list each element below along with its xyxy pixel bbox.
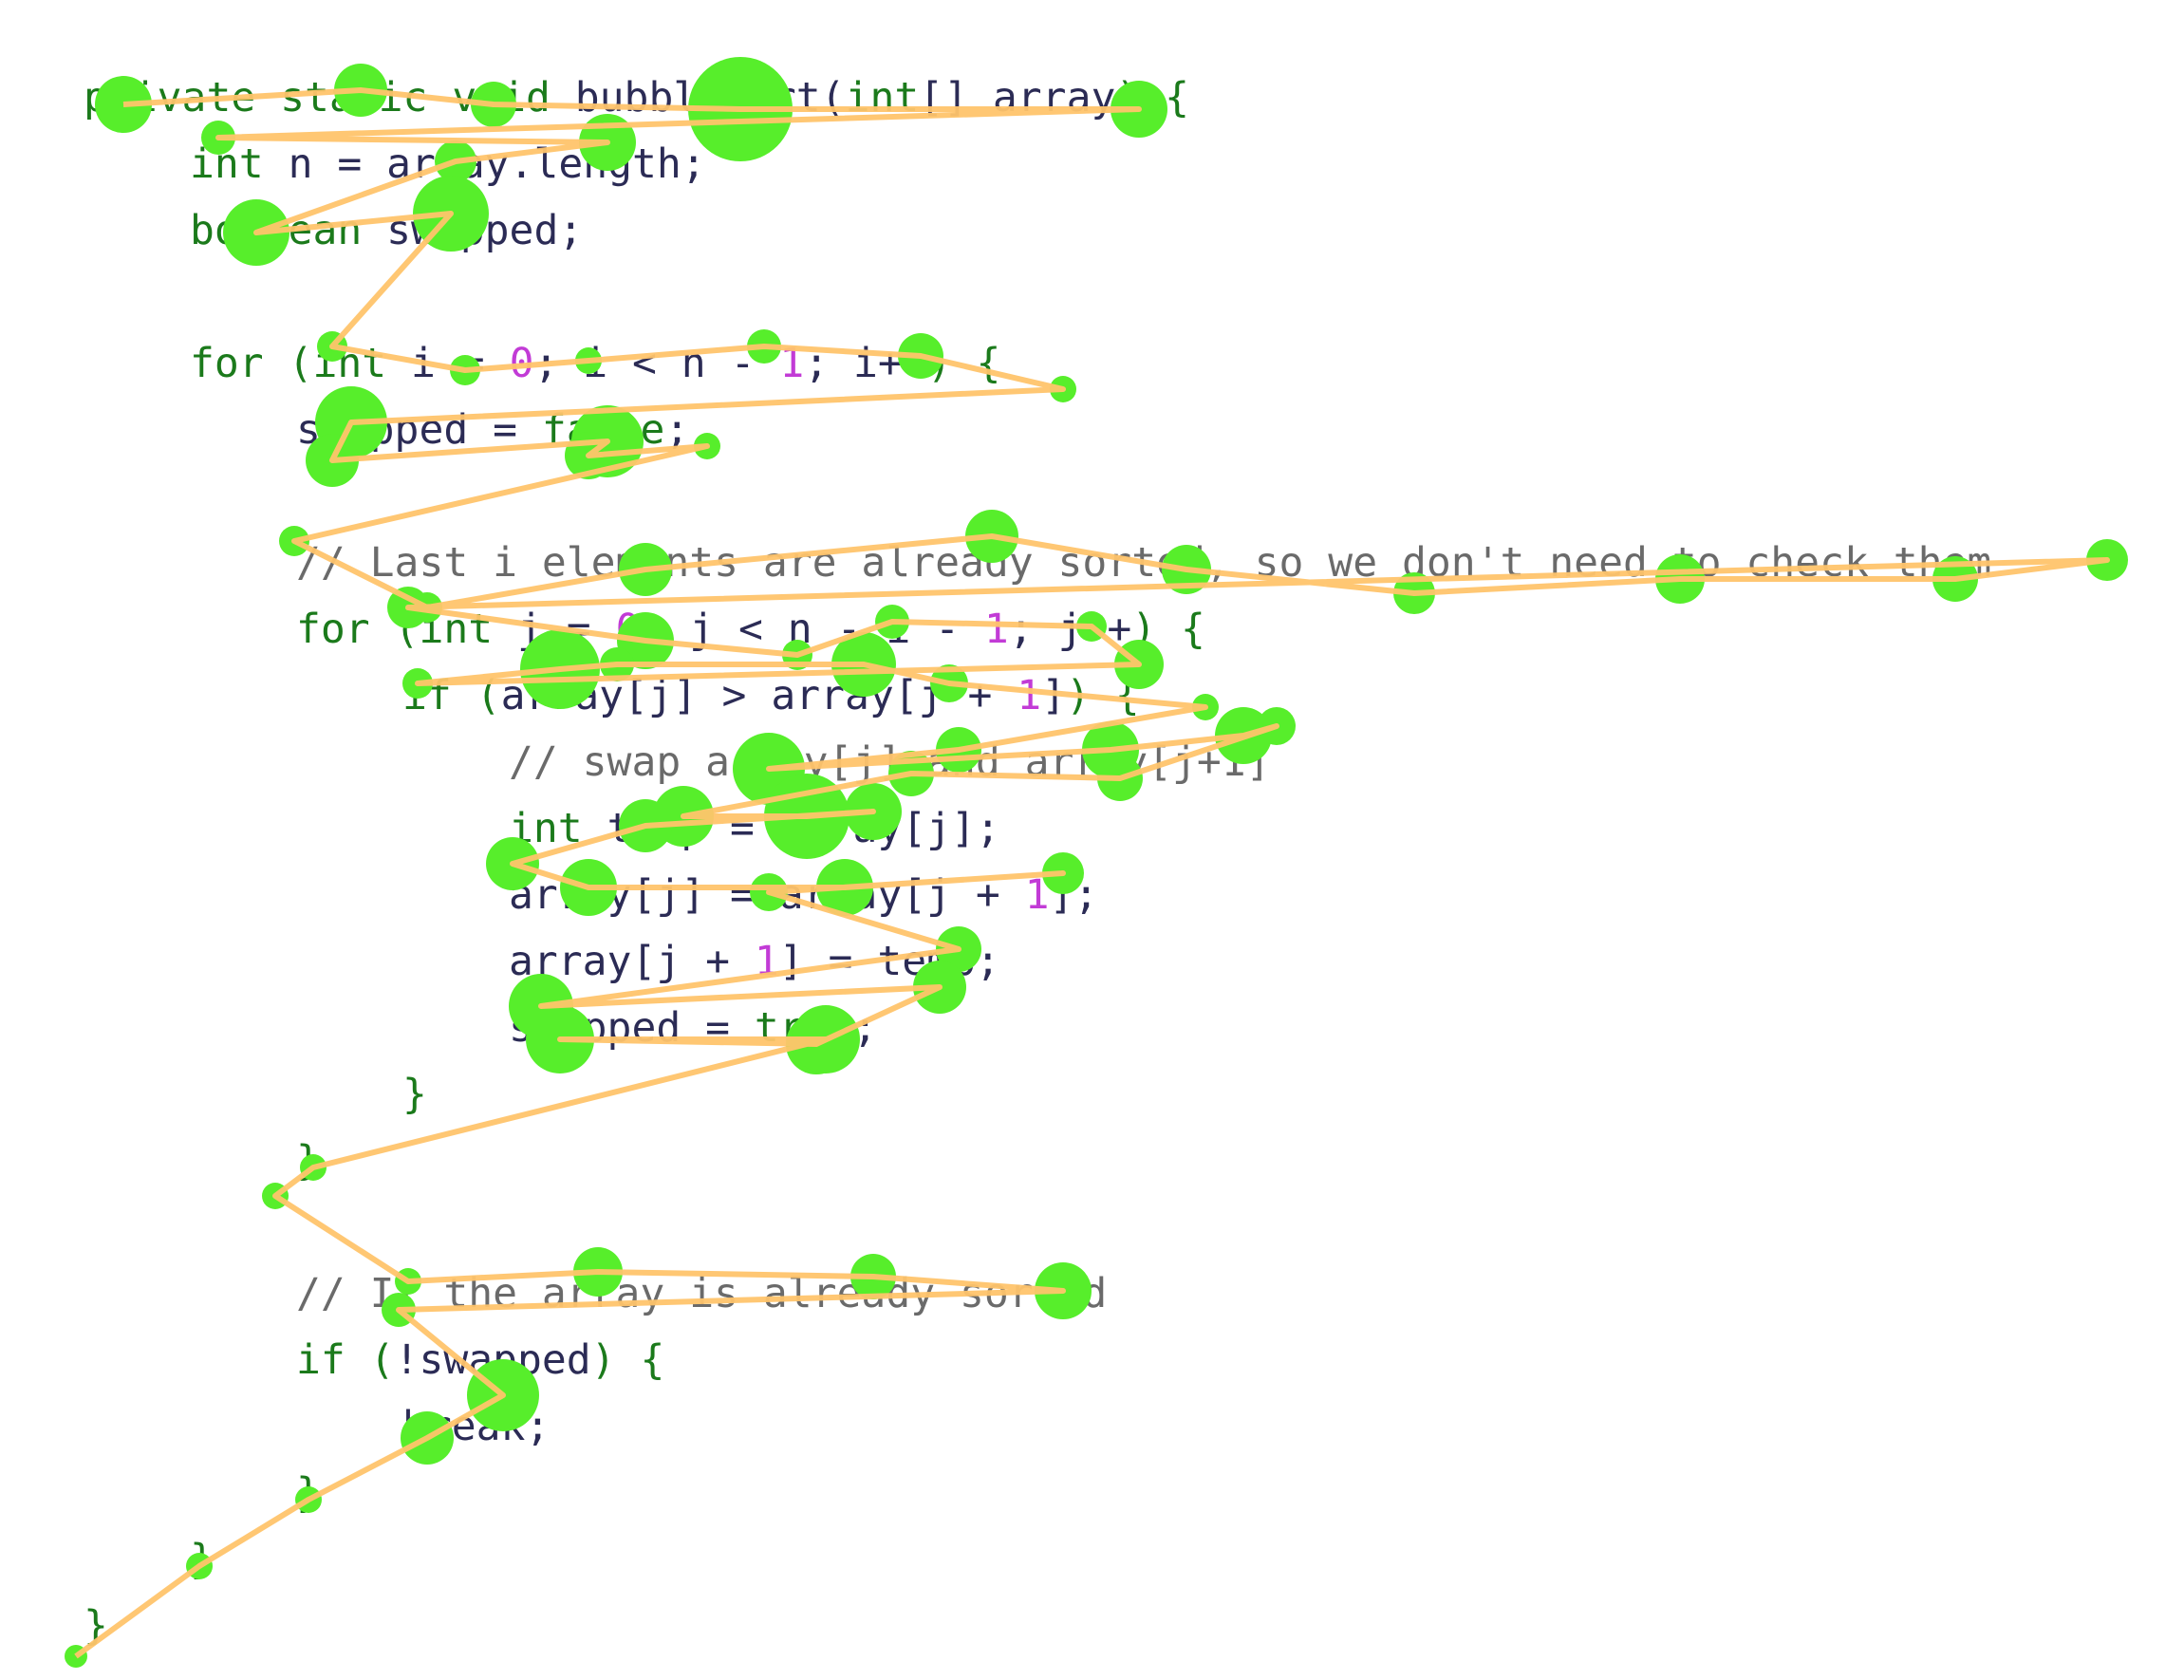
code-token: ( — [288, 340, 313, 387]
code-token: for — [296, 606, 395, 653]
code-token: ) { — [590, 1336, 665, 1384]
code-token: ( — [369, 1336, 395, 1384]
code-token: ( — [820, 74, 846, 121]
saccade-path — [74, 87, 2110, 1659]
code-token: 1 — [1017, 672, 1042, 719]
code-line: } — [402, 1061, 427, 1128]
code-token: 1 — [983, 606, 1009, 653]
code-token: } — [402, 1071, 427, 1118]
code-token: for — [190, 340, 289, 387]
code-token: if — [296, 1336, 370, 1384]
